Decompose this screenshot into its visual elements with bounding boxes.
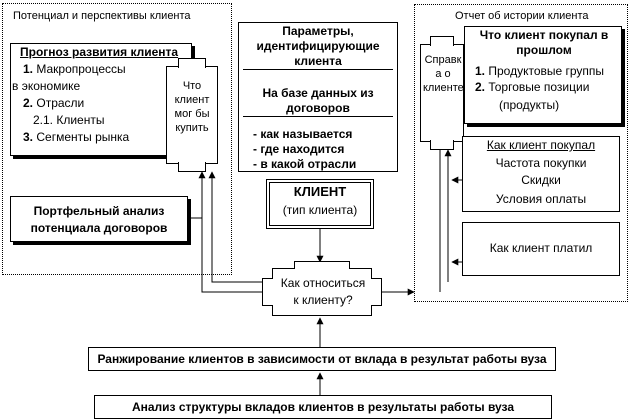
arrow-question-to-portfolio bbox=[208, 171, 272, 283]
could-buy-top-tab bbox=[178, 58, 206, 68]
bought-item-1: 1. Продуктовые группы bbox=[475, 64, 625, 79]
how-paid-label: Как клиент платил bbox=[489, 241, 593, 255]
question-top-tab bbox=[294, 261, 350, 269]
analysis-box: Анализ структуры вкладов клиентов в резу… bbox=[94, 395, 552, 419]
reference-top-tab bbox=[430, 36, 454, 46]
could-buy-label: Что клиент мог бы купить bbox=[174, 80, 210, 134]
how-bought-payment: Условия оплаты bbox=[495, 192, 587, 206]
contracts-title: На базе данных из договоров bbox=[243, 86, 393, 117]
reference-label: Справк а о клиенте bbox=[423, 54, 464, 94]
contracts-bullet-3: - в какой отрасли bbox=[253, 157, 357, 171]
how-bought-discounts: Скидки bbox=[521, 173, 561, 187]
forecast-item-1: 1. Макропроцессы bbox=[23, 62, 173, 77]
could-buy-box: Что клиент мог бы купить bbox=[166, 66, 218, 164]
contracts-bullet-1: - как называется bbox=[253, 127, 353, 141]
client-box: КЛИЕНТ (тип клиента) bbox=[266, 179, 374, 229]
could-buy-bottom-tab bbox=[178, 162, 206, 172]
history-panel bbox=[414, 4, 628, 302]
client-type: (тип клиента) bbox=[282, 203, 358, 217]
potential-panel-title: Потенциал и перспективы клиента bbox=[13, 10, 191, 22]
ranking-label: Ранжирование клиентов в зависимости от в… bbox=[97, 352, 547, 366]
bought-item-2-text: Торговые позиции bbox=[488, 80, 590, 94]
params-box: Параметры, идентифицирующие клиента На б… bbox=[238, 22, 398, 172]
forecast-item-1-num: 1. bbox=[23, 62, 34, 76]
bought-item-2-cont: (продукты) bbox=[499, 98, 560, 112]
potential-panel bbox=[2, 3, 232, 275]
forecast-item-3-text: Сегменты рынка bbox=[36, 130, 130, 144]
forecast-item-2-text: Отрасли bbox=[36, 96, 85, 110]
bought-item-1-text: Продуктовые группы bbox=[488, 64, 605, 78]
ranking-box: Ранжирование клиентов в зависимости от в… bbox=[88, 347, 556, 371]
question-box: Как относиться к клиенту? bbox=[272, 268, 372, 316]
how-bought-title: Как клиент покупал bbox=[486, 138, 596, 152]
forecast-item-2: 2. Отрасли bbox=[23, 96, 173, 111]
reference-box: Справк а о клиенте bbox=[420, 44, 464, 142]
client-title: КЛИЕНТ bbox=[293, 184, 347, 199]
forecast-title: Прогноз развития клиента bbox=[20, 45, 179, 59]
forecast-item-2-sub: 2.1. Клиенты bbox=[33, 113, 105, 127]
contracts-title-text: На базе данных из договоров bbox=[243, 86, 393, 117]
question-label: Как относиться к клиенту? bbox=[280, 276, 366, 307]
how-bought-box: Как клиент покупал Частота покупки Скидк… bbox=[462, 136, 620, 212]
forecast-box: Прогноз развития клиента 1. Макропроцесс… bbox=[10, 43, 192, 156]
bought-item-1-num: 1. bbox=[475, 64, 486, 78]
forecast-item-1-text: Макропроцессы bbox=[36, 62, 126, 76]
history-panel-title: Отчет об истории клиента bbox=[455, 10, 589, 22]
params-title-text: Параметры, идентифицирующие клиента bbox=[243, 24, 393, 70]
arrow-question-to-could-buy bbox=[198, 171, 272, 293]
portfolio-label: Портфельный анализ потенциала договоров bbox=[30, 204, 168, 235]
forecast-item-1-cont: в экономике bbox=[12, 79, 81, 93]
question-left-tab bbox=[262, 278, 273, 306]
how-paid-box: Как клиент платил bbox=[462, 222, 620, 276]
analysis-label: Анализ структуры вкладов клиентов в резу… bbox=[131, 400, 515, 414]
bought-item-2: 2. Торговые позиции bbox=[475, 80, 625, 95]
portfolio-box: Портфельный анализ потенциала договоров bbox=[10, 196, 188, 242]
params-title: Параметры, идентифицирующие клиента bbox=[243, 24, 393, 70]
forecast-item-3-num: 3. bbox=[23, 130, 34, 144]
reference-bottom-tab bbox=[430, 140, 454, 150]
forecast-item-3: 3. Сегменты рынка bbox=[23, 130, 173, 145]
bought-title: Что клиент покупал в прошлом bbox=[479, 28, 609, 57]
bought-item-2-num: 2. bbox=[475, 80, 486, 94]
bought-box: Что клиент покупал в прошлом 1. Продукто… bbox=[464, 26, 622, 124]
contracts-bullet-2: - где находится bbox=[253, 142, 345, 156]
question-right-tab bbox=[371, 278, 382, 306]
how-bought-freq: Частота покупки bbox=[495, 156, 587, 170]
forecast-item-2-num: 2. bbox=[23, 96, 34, 110]
